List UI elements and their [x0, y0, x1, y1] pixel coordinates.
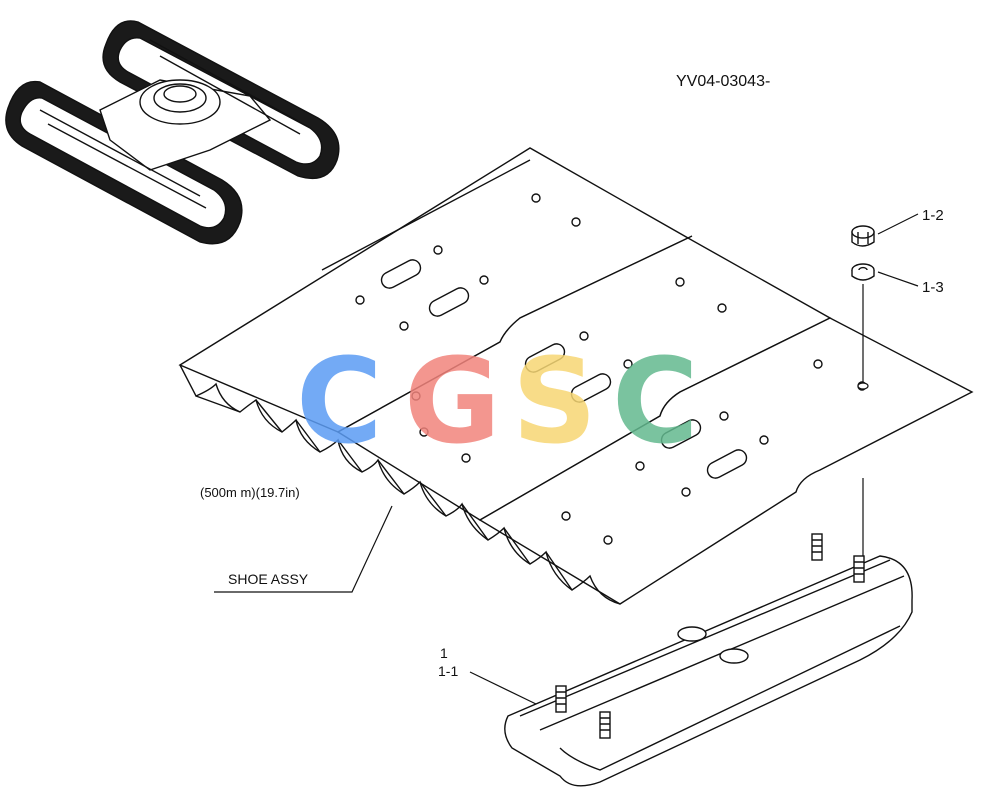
leader-washer	[877, 271, 919, 287]
nut-1-2	[851, 225, 875, 247]
stud-bolts	[555, 533, 865, 739]
front-track-inner	[19, 97, 227, 229]
plate-bolt-hole	[857, 382, 869, 390]
watermark-letter-1: C	[296, 332, 383, 470]
shoe-callout: 1-1	[438, 663, 458, 679]
washer-callout: 1-3	[922, 279, 944, 296]
watermark-letter-3: S	[512, 332, 597, 470]
leader-nut	[877, 213, 919, 235]
undercarriage-thumbnail	[5, 20, 340, 245]
washer-1-3	[851, 263, 875, 281]
watermark-letter-2: G	[404, 332, 501, 470]
nut-callout: 1-2	[922, 207, 944, 224]
shoe-bar-1-1	[504, 533, 913, 787]
leader-lines	[214, 213, 919, 705]
bolt-holes-plate-2	[411, 277, 727, 463]
leader-shoe-assy	[214, 505, 393, 593]
shoe-width-label: (500m m)(19.7in)	[200, 485, 300, 500]
bolt-holes-plate-1	[355, 193, 581, 331]
watermark-letter-4: C	[612, 332, 699, 470]
grouser-lower	[195, 395, 573, 591]
frame-detail	[39, 39, 301, 209]
shoe-bar-slot-2	[719, 648, 749, 664]
track-shoe-plates	[178, 147, 974, 605]
swing-bearing-top	[163, 85, 197, 103]
watermark-logo: C G S C	[296, 332, 699, 470]
shoe-assy-label: SHOE ASSY	[228, 571, 309, 587]
shoe-bar-body	[504, 555, 913, 787]
item-callout: 1	[440, 645, 448, 661]
bolt-holes-plate-3	[561, 359, 867, 545]
leader-shoe-bar	[469, 671, 537, 705]
diagram-code: YV04-03043-	[676, 73, 770, 90]
plate-rear-edge	[321, 159, 693, 271]
shoe-bar-slot-1	[677, 626, 707, 642]
